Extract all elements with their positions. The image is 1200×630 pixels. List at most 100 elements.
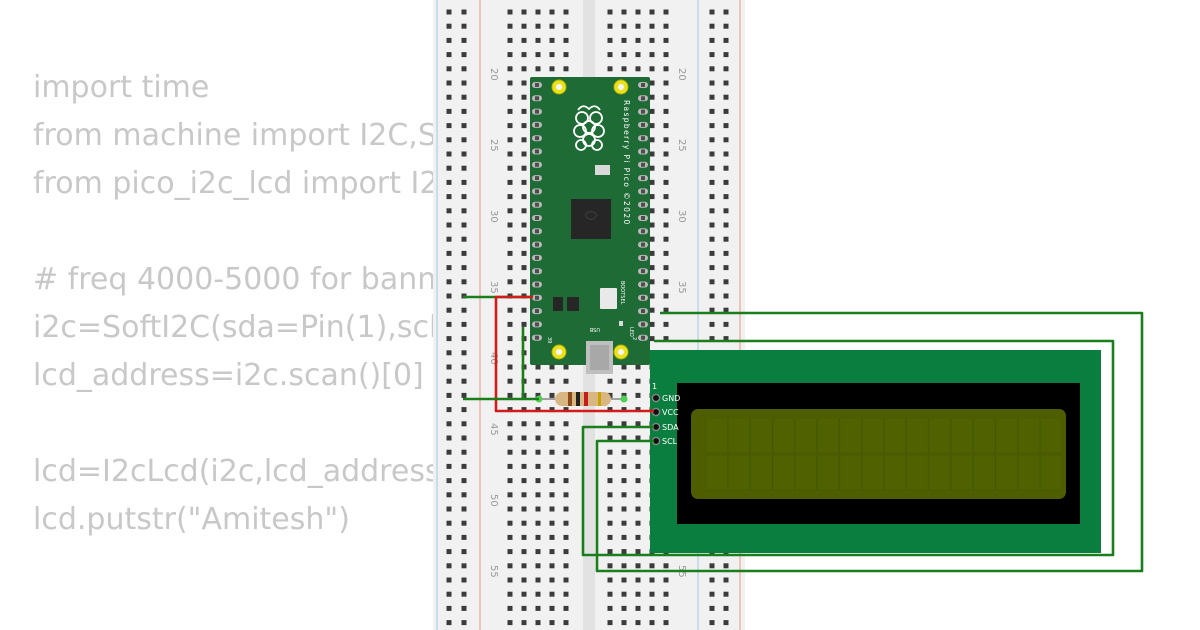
breadboard-hole[interactable] <box>535 506 541 512</box>
breadboard-hole[interactable] <box>507 605 513 611</box>
breadboard-hole[interactable] <box>461 350 467 356</box>
breadboard-hole[interactable] <box>549 620 555 626</box>
breadboard-hole[interactable] <box>621 52 627 58</box>
breadboard-hole[interactable] <box>535 620 541 626</box>
breadboard-hole[interactable] <box>663 137 669 143</box>
breadboard-hole[interactable] <box>723 9 729 15</box>
breadboard-hole[interactable] <box>521 137 527 143</box>
breadboard-hole[interactable] <box>635 520 641 526</box>
breadboard-hole[interactable] <box>723 66 729 72</box>
breadboard-hole[interactable] <box>621 549 627 555</box>
breadboard-hole[interactable] <box>446 364 452 370</box>
breadboard-hole[interactable] <box>649 307 655 313</box>
breadboard-hole[interactable] <box>563 478 569 484</box>
breadboard-hole[interactable] <box>621 364 627 370</box>
breadboard-hole[interactable] <box>446 94 452 100</box>
breadboard-hole[interactable] <box>563 620 569 626</box>
breadboard-hole[interactable] <box>607 66 613 72</box>
breadboard-hole[interactable] <box>649 222 655 228</box>
breadboard-hole[interactable] <box>461 123 467 129</box>
breadboard-hole[interactable] <box>621 520 627 526</box>
breadboard-hole[interactable] <box>521 236 527 242</box>
breadboard-hole[interactable] <box>461 165 467 171</box>
breadboard-hole[interactable] <box>521 534 527 540</box>
breadboard-hole[interactable] <box>635 463 641 469</box>
breadboard-hole[interactable] <box>461 492 467 498</box>
breadboard-hole[interactable] <box>507 265 513 271</box>
breadboard-hole[interactable] <box>461 534 467 540</box>
breadboard-hole[interactable] <box>723 194 729 200</box>
breadboard-hole[interactable] <box>607 605 613 611</box>
breadboard-hole[interactable] <box>521 165 527 171</box>
breadboard-hole[interactable] <box>621 563 627 569</box>
breadboard-hole[interactable] <box>607 378 613 384</box>
breadboard-hole[interactable] <box>549 605 555 611</box>
breadboard-hole[interactable] <box>649 179 655 185</box>
breadboard-hole[interactable] <box>649 151 655 157</box>
breadboard-hole[interactable] <box>649 321 655 327</box>
breadboard-hole[interactable] <box>535 421 541 427</box>
breadboard-hole[interactable] <box>709 208 715 214</box>
breadboard-hole[interactable] <box>723 222 729 228</box>
breadboard-hole[interactable] <box>521 421 527 427</box>
breadboard-hole[interactable] <box>723 250 729 256</box>
breadboard-hole[interactable] <box>461 80 467 86</box>
breadboard-hole[interactable] <box>507 321 513 327</box>
breadboard-hole[interactable] <box>446 534 452 540</box>
breadboard-hole[interactable] <box>521 407 527 413</box>
breadboard-hole[interactable] <box>563 492 569 498</box>
breadboard-hole[interactable] <box>635 421 641 427</box>
breadboard-hole[interactable] <box>461 577 467 583</box>
breadboard-hole[interactable] <box>621 392 627 398</box>
breadboard-hole[interactable] <box>723 94 729 100</box>
breadboard-hole[interactable] <box>723 279 729 285</box>
breadboard-hole[interactable] <box>723 123 729 129</box>
breadboard-hole[interactable] <box>535 520 541 526</box>
breadboard-hole[interactable] <box>709 605 715 611</box>
breadboard-hole[interactable] <box>635 591 641 597</box>
breadboard-hole[interactable] <box>649 194 655 200</box>
breadboard-hole[interactable] <box>446 123 452 129</box>
breadboard-hole[interactable] <box>723 265 729 271</box>
breadboard-hole[interactable] <box>663 336 669 342</box>
breadboard-hole[interactable] <box>535 478 541 484</box>
breadboard-hole[interactable] <box>446 605 452 611</box>
breadboard-hole[interactable] <box>607 534 613 540</box>
bootsel-button[interactable] <box>600 288 617 309</box>
breadboard-hole[interactable] <box>446 151 452 157</box>
breadboard-hole[interactable] <box>521 123 527 129</box>
breadboard-hole[interactable] <box>549 435 555 441</box>
breadboard-hole[interactable] <box>507 222 513 228</box>
breadboard-hole[interactable] <box>461 520 467 526</box>
breadboard-hole[interactable] <box>521 66 527 72</box>
breadboard-hole[interactable] <box>535 463 541 469</box>
breadboard-hole[interactable] <box>709 66 715 72</box>
resistor-pin[interactable] <box>620 395 628 403</box>
breadboard-hole[interactable] <box>461 265 467 271</box>
breadboard-hole[interactable] <box>461 407 467 413</box>
breadboard-hole[interactable] <box>461 463 467 469</box>
breadboard-hole[interactable] <box>507 549 513 555</box>
breadboard-hole[interactable] <box>621 492 627 498</box>
breadboard-hole[interactable] <box>563 435 569 441</box>
breadboard-hole[interactable] <box>507 534 513 540</box>
breadboard-hole[interactable] <box>563 605 569 611</box>
breadboard-hole[interactable] <box>563 9 569 15</box>
breadboard-hole[interactable] <box>446 279 452 285</box>
breadboard-hole[interactable] <box>446 449 452 455</box>
breadboard-hole[interactable] <box>446 37 452 43</box>
breadboard-hole[interactable] <box>635 605 641 611</box>
breadboard-hole[interactable] <box>723 37 729 43</box>
breadboard-hole[interactable] <box>607 563 613 569</box>
breadboard-hole[interactable] <box>563 506 569 512</box>
breadboard-hole[interactable] <box>723 236 729 242</box>
breadboard-hole[interactable] <box>461 137 467 143</box>
breadboard-hole[interactable] <box>535 549 541 555</box>
breadboard-hole[interactable] <box>607 620 613 626</box>
breadboard-hole[interactable] <box>549 378 555 384</box>
breadboard-hole[interactable] <box>663 321 669 327</box>
breadboard-hole[interactable] <box>607 492 613 498</box>
breadboard-hole[interactable] <box>723 321 729 327</box>
breadboard-hole[interactable] <box>446 350 452 356</box>
breadboard-hole[interactable] <box>521 520 527 526</box>
